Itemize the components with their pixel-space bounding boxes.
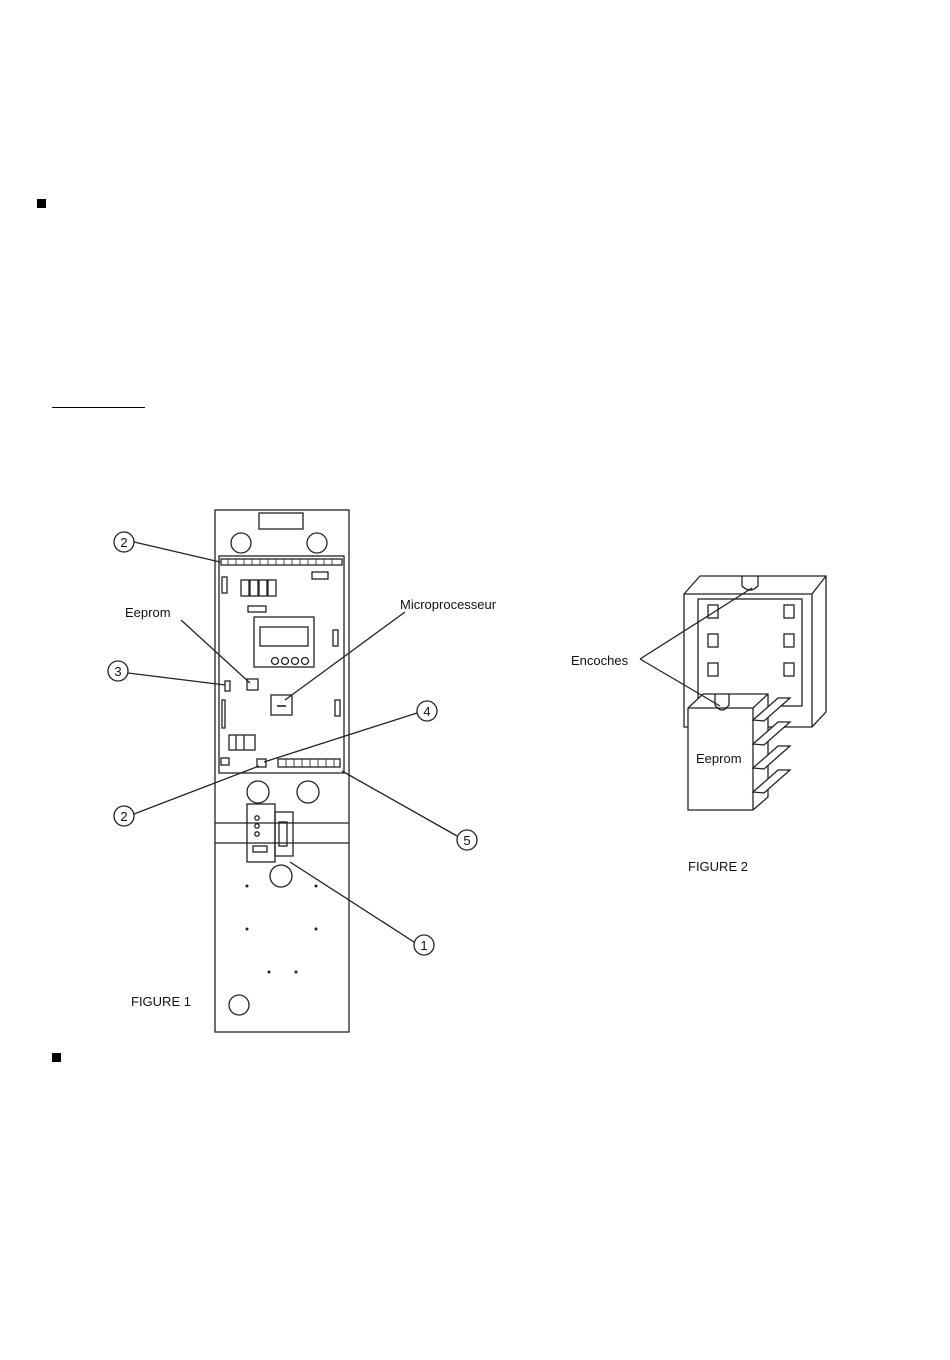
mount-hole [270, 865, 292, 887]
figure1-caption: FIGURE 1 [131, 994, 191, 1009]
circuit-board [219, 556, 344, 773]
mount-hole [307, 533, 327, 553]
relay [250, 580, 258, 596]
callout-number: 5 [463, 833, 470, 848]
lcd-screen [260, 627, 308, 646]
eeprom-chip [247, 679, 258, 690]
callout-5 [342, 771, 477, 850]
relay [241, 580, 249, 596]
keypad-button [282, 658, 289, 665]
microprocessor-leader [285, 612, 405, 700]
callout-2-bottom [114, 766, 259, 826]
callout-2-top [114, 532, 220, 562]
label-microprocessor: Microprocesseur [400, 597, 497, 612]
figure2-caption: FIGURE 2 [688, 859, 748, 874]
bottom-terminal-block [278, 759, 340, 767]
label-chip: Eeprom [696, 751, 742, 766]
callout-number: 2 [120, 809, 127, 824]
callout-number: 2 [120, 535, 127, 550]
small-component [221, 758, 229, 765]
callout-3 [108, 661, 225, 685]
fuse-holder [275, 812, 293, 856]
mount-hole [247, 781, 269, 803]
callout-1 [290, 862, 434, 955]
mount-hole [297, 781, 319, 803]
figure2-drawing [640, 576, 826, 810]
keypad-button [302, 658, 309, 665]
mount-hole [229, 995, 249, 1015]
figure1-drawing [215, 510, 349, 1032]
connector [333, 630, 338, 646]
terminal-group [229, 735, 255, 750]
keypad-button [292, 658, 299, 665]
connector [222, 700, 225, 728]
relay [268, 580, 276, 596]
microprocessor-chip [271, 695, 292, 715]
callout-4 [264, 701, 437, 762]
display-module [254, 617, 314, 667]
callout-number: 4 [423, 704, 430, 719]
callout-number: 3 [114, 664, 121, 679]
power-supply-module [247, 804, 275, 862]
keypad-button [272, 658, 279, 665]
callout-number: 1 [420, 938, 427, 953]
connector [335, 700, 340, 716]
back-panel [215, 510, 349, 1032]
jumper-3 [225, 681, 230, 691]
top-label-plate [259, 513, 303, 529]
small-component [248, 606, 266, 612]
label-eeprom: Eeprom [125, 605, 171, 620]
label-notches: Encoches [571, 653, 629, 668]
connector [312, 572, 328, 579]
connector [222, 577, 227, 593]
mount-hole [231, 533, 251, 553]
relay [259, 580, 267, 596]
